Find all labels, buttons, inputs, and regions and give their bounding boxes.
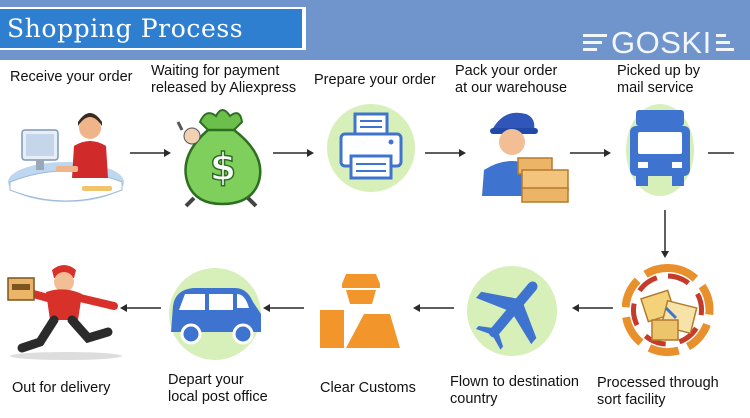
logo-text: GOSKI [611, 25, 712, 60]
page-title: Shopping Process [7, 14, 244, 43]
arrow-left-3 [263, 304, 304, 312]
arrow-down [661, 210, 669, 258]
step-label-prepare-order: Prepare your order [314, 72, 436, 88]
van-icon [169, 268, 261, 360]
step-label-pack-order: Pack your order at our warehouse [455, 63, 568, 96]
arrow-right-2 [273, 149, 314, 157]
step-label-receive-order: Receive your order [10, 69, 133, 85]
arrow-left-1 [572, 304, 613, 312]
courier-running-icon [7, 265, 122, 360]
arrow-right-4 [570, 149, 611, 157]
arrow-stub-right [708, 152, 734, 154]
arrow-left-2 [413, 304, 454, 312]
step-label-sort-facility: Processed through sort facility [597, 375, 719, 408]
brand-logo: GOSKI [583, 27, 734, 58]
sorting-parcels-icon [622, 264, 714, 356]
arrow-right-1 [130, 149, 171, 157]
delivery-truck-icon [626, 104, 694, 196]
step-label-flown: Flown to destination country [450, 374, 579, 407]
arrow-left-4 [120, 304, 161, 312]
printer-icon [327, 104, 415, 192]
logo-speed-lines-right [715, 34, 734, 51]
svg-text:$: $ [210, 145, 236, 189]
customer-at-computer-icon [8, 113, 124, 202]
money-bag-icon: $ [176, 109, 262, 208]
logo-speed-lines [583, 34, 607, 51]
warehouse-packer-icon [482, 112, 569, 203]
airplane-icon [467, 266, 557, 356]
step-label-waiting-payment: Waiting for payment released by Aliexpre… [151, 63, 297, 96]
step-label-clear-customs: Clear Customs [320, 380, 416, 396]
title-box [0, 9, 302, 48]
step-label-out-for-delivery: Out for delivery [12, 380, 111, 396]
customs-officer-icon [320, 274, 400, 348]
arrow-right-3 [425, 149, 466, 157]
step-label-depart-post-office: Depart your local post office [168, 372, 268, 405]
step-label-picked-up: Picked up by mail service [617, 63, 701, 96]
